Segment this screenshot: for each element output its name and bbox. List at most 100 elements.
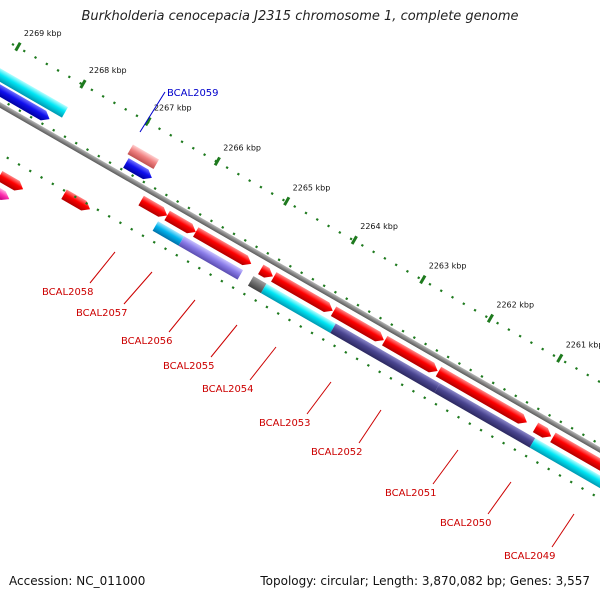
tick-dot bbox=[389, 376, 393, 380]
tick-dot bbox=[152, 240, 156, 244]
gene-slate-feature-1 bbox=[330, 323, 440, 393]
tick-dot bbox=[355, 357, 359, 361]
gene-cyan-feature-1 bbox=[260, 283, 336, 333]
tick-dot bbox=[209, 273, 213, 277]
tick-dot bbox=[333, 290, 337, 294]
tick-dot bbox=[417, 276, 421, 280]
tick-dot bbox=[552, 354, 556, 358]
tick-dot bbox=[390, 323, 394, 327]
tick-dot bbox=[175, 253, 179, 257]
tick-dot bbox=[327, 224, 331, 228]
gene-magenta-feature bbox=[0, 177, 10, 201]
tick-dot bbox=[288, 264, 292, 268]
tick-dot bbox=[6, 156, 10, 160]
tick-dot bbox=[108, 161, 112, 165]
gene-label: BCAL2051 bbox=[385, 488, 437, 499]
gene-leader-line bbox=[210, 324, 238, 358]
tick-dot bbox=[383, 256, 387, 260]
tick-dot bbox=[293, 205, 297, 209]
kbp-tick-label: 2264 kbp bbox=[360, 222, 398, 231]
tick-dot bbox=[29, 115, 33, 119]
tick-dot bbox=[349, 237, 353, 241]
tick-dot bbox=[135, 114, 139, 118]
tick-dot bbox=[56, 68, 60, 72]
tick-dot bbox=[130, 227, 134, 231]
tick-dot bbox=[366, 363, 370, 367]
tick-dot bbox=[163, 247, 167, 251]
tick-dot bbox=[518, 334, 522, 338]
tick-dot bbox=[456, 415, 461, 419]
tick-dot bbox=[220, 279, 224, 283]
tick-dot bbox=[536, 407, 540, 411]
tick-dot bbox=[85, 201, 89, 205]
gene-label: BCAL2059 bbox=[167, 88, 219, 99]
gene-label: BCAL2050 bbox=[440, 518, 492, 529]
tick-dot bbox=[480, 374, 484, 378]
tick-dot bbox=[40, 122, 44, 126]
gene-bcal2059-feature bbox=[123, 158, 152, 180]
tick-dot bbox=[491, 381, 495, 385]
tick-dot bbox=[570, 426, 574, 430]
gene-upper-red-1 bbox=[61, 189, 91, 211]
tick-dot bbox=[435, 349, 439, 353]
tick-dot bbox=[18, 109, 22, 113]
gene-bcal2052-feature bbox=[382, 335, 438, 373]
gene-label: BCAL2053 bbox=[259, 418, 311, 429]
accession-label: Accession: NC_011000 bbox=[9, 574, 146, 588]
tick-dot bbox=[118, 221, 122, 225]
kbp-tick-mark bbox=[486, 313, 494, 324]
kbp-tick-mark bbox=[79, 79, 87, 89]
tick-dot bbox=[574, 367, 578, 371]
tick-dot bbox=[513, 448, 517, 452]
gene-label: BCAL2058 bbox=[42, 287, 94, 298]
backbone-track bbox=[0, 92, 600, 463]
tick-dot bbox=[248, 179, 252, 183]
tick-dot bbox=[424, 342, 428, 346]
tick-dot bbox=[535, 461, 539, 465]
gene-bcal2051-feature bbox=[435, 366, 527, 424]
tick-dot bbox=[169, 133, 173, 137]
tick-dot bbox=[558, 474, 562, 478]
tick-dot bbox=[581, 433, 585, 437]
kbp-tick-label: 2268 kbp bbox=[89, 66, 127, 75]
gene-leader-line bbox=[139, 91, 166, 133]
tick-dot bbox=[468, 422, 472, 426]
tick-dot bbox=[197, 266, 201, 270]
outer-tick-track bbox=[11, 43, 600, 383]
tick-dot bbox=[74, 141, 78, 145]
gene-label: BCAL2052 bbox=[311, 447, 363, 458]
tick-dot bbox=[221, 225, 225, 229]
tick-dot bbox=[124, 107, 128, 111]
tick-dot bbox=[157, 127, 161, 131]
tick-dot bbox=[51, 182, 55, 186]
tick-dot bbox=[457, 361, 461, 365]
tick-dot bbox=[529, 341, 533, 345]
tick-dot bbox=[281, 198, 285, 202]
tick-dot bbox=[186, 260, 190, 264]
kbp-tick-mark bbox=[556, 353, 564, 363]
tick-dot bbox=[17, 162, 21, 166]
tick-dot bbox=[232, 232, 236, 236]
tick-dot bbox=[96, 208, 100, 212]
gene-bcal2054-feature bbox=[271, 272, 333, 313]
kbp-tick-label: 2266 kbp bbox=[223, 143, 261, 152]
tick-dot bbox=[378, 370, 382, 374]
tick-dot bbox=[191, 146, 195, 150]
tick-dot bbox=[541, 347, 545, 351]
gene-leader-line bbox=[89, 251, 116, 284]
gene-label: BCAL2056 bbox=[121, 336, 173, 347]
tick-dot bbox=[311, 277, 315, 281]
tick-dot bbox=[67, 75, 71, 79]
kbp-tick-mark bbox=[144, 116, 152, 127]
tick-dot bbox=[236, 172, 240, 176]
gene-bcal2058-feature bbox=[138, 195, 168, 217]
kbp-tick-label: 2269 kbp bbox=[24, 29, 62, 38]
gene-bcal2049-feature bbox=[550, 432, 600, 486]
tick-dot bbox=[242, 292, 246, 296]
tick-dot bbox=[592, 493, 596, 497]
tick-dot bbox=[321, 337, 325, 341]
gene-bcal2059-salmon bbox=[127, 144, 159, 170]
tick-dot bbox=[52, 128, 56, 132]
gene-leader-line bbox=[551, 513, 575, 548]
tick-dot bbox=[593, 439, 597, 443]
